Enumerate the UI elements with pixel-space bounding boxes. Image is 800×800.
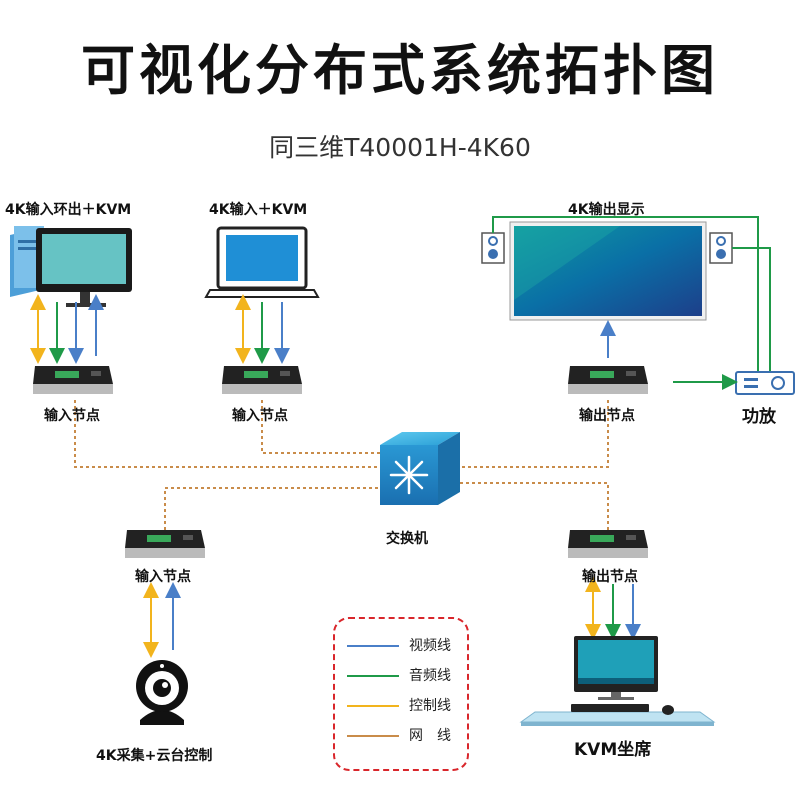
label-input-node-1: 输入节点 [44,408,100,424]
legend-swatch [347,645,399,647]
camera-arrows [143,582,181,658]
label-output-node-2: 输出节点 [582,569,638,585]
speaker-right-icon [709,232,733,264]
label-input-node-3: 输入节点 [135,569,191,585]
legend-swatch [347,735,399,737]
label-input-node-2: 输入节点 [232,408,288,424]
pc-icon [10,226,132,307]
label-laptop: 4K输入＋KVM [209,202,308,218]
switch-icon [380,432,460,505]
laptop-arrows [235,294,290,364]
node-device-input-3 [125,530,205,558]
legend-label: 网 线 [409,728,451,744]
legend-label: 视频线 [409,638,451,654]
page-title: 可视化分布式系统拓扑图 [81,39,719,102]
legend: 视频线 音频线 控制线 网 线 [333,617,469,771]
pc-arrows [30,294,104,364]
legend-label: 控制线 [409,698,451,714]
legend-item-network: 网 线 [347,725,467,745]
label-output-node-1: 输出节点 [579,408,635,424]
legend-label: 音频线 [409,668,451,684]
node-device-input-1 [33,366,113,394]
legend-item-video: 视频线 [347,635,467,655]
label-switch: 交换机 [386,531,428,547]
node-device-output-2 [568,530,648,558]
label-pc: 4K输入环出＋KVM [5,202,132,218]
network-lines [74,400,609,530]
node-device-output-1 [568,366,648,394]
page-subtitle: 同三维T40001H-4K60 [269,133,531,162]
legend-swatch [347,675,399,677]
legend-swatch [347,705,399,707]
kvm-arrows [585,576,641,640]
label-amplifier: 功放 [742,407,776,427]
amp-speaker-lines [492,216,771,372]
legend-item-control: 控制线 [347,695,467,715]
camera-icon [136,660,188,725]
label-display: 4K输出显示 [568,202,645,218]
kvm-seat-icon [519,636,716,726]
legend-item-audio: 音频线 [347,665,467,685]
label-kvm-seat: KVM坐席 [574,740,652,760]
speaker-left-icon [481,232,505,264]
display-icon [509,221,707,321]
amplifier-icon [735,371,795,395]
node-device-input-2 [222,366,302,394]
label-camera: 4K采集+云台控制 [96,748,213,764]
laptop-icon [204,226,320,298]
